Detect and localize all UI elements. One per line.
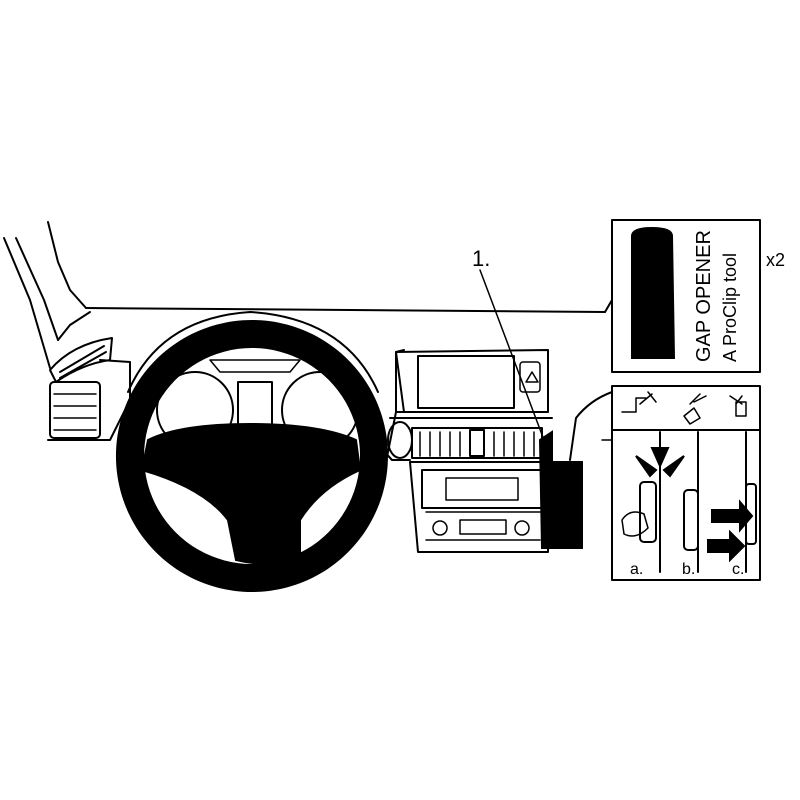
gap-opener-tool-icon [631, 226, 676, 359]
step-a: a. [621, 431, 685, 578]
a-pillar [3, 221, 91, 369]
step-a-label: a. [630, 561, 643, 578]
right-dash-edge [604, 299, 613, 313]
gap-opener-title: GAP OPENER [693, 230, 715, 362]
callout-number: 1. [472, 246, 490, 271]
step-c: c. [732, 431, 757, 578]
callout-leader-line [479, 269, 545, 441]
dashboard-top-line [85, 307, 606, 313]
radio-unit [409, 461, 549, 553]
gap-opener-subtitle: A ProClip tool [720, 253, 740, 362]
steps-box: a. b. c. [569, 385, 761, 581]
left-air-vent [47, 337, 131, 441]
step-b: b. [682, 431, 754, 578]
center-console [375, 349, 553, 553]
gap-opener-box: GAP OPENER A ProClip tool x2 [611, 219, 785, 373]
steering-wheel [115, 320, 388, 592]
quantity-label: x2 [766, 250, 785, 270]
callout-1: 1. [472, 246, 545, 441]
step-icons-row [621, 391, 747, 425]
center-air-vents [411, 427, 543, 459]
step-c-label: c. [732, 561, 744, 578]
mounting-bracket [538, 430, 583, 549]
step-b-label: b. [682, 561, 695, 578]
